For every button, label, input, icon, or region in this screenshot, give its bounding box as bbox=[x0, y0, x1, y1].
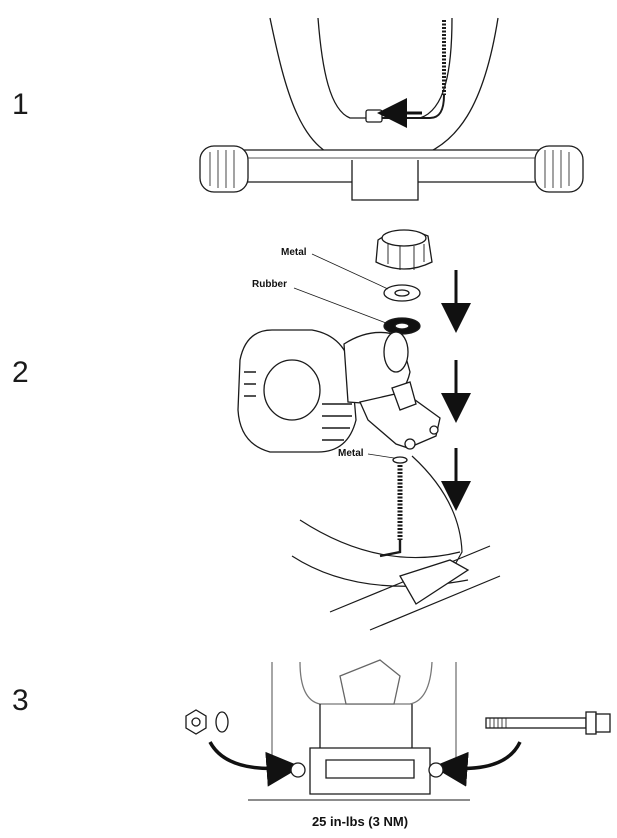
right-curved-arrow bbox=[450, 742, 520, 768]
callout-rubber: Rubber bbox=[252, 279, 287, 290]
metal-washer-bottom bbox=[393, 457, 407, 463]
step-1-illustration bbox=[200, 18, 583, 200]
cable-connector bbox=[366, 110, 382, 122]
tension-knob bbox=[376, 230, 432, 270]
frame-tube-outer bbox=[270, 18, 498, 160]
callout-metal-top: Metal bbox=[281, 247, 307, 258]
left-curved-arrow bbox=[210, 742, 284, 768]
frame-tube-inner bbox=[318, 18, 452, 118]
hex-bolt bbox=[486, 712, 610, 734]
right-grip bbox=[535, 146, 583, 192]
frame-rails bbox=[292, 456, 500, 630]
left-grip bbox=[200, 146, 248, 192]
step-2-illustration bbox=[238, 230, 500, 630]
torque-specification: 25 in-lbs (3 NM) bbox=[312, 814, 408, 829]
callout-metal-bottom: Metal bbox=[338, 448, 364, 459]
flat-washer bbox=[216, 712, 228, 732]
step-3-illustration bbox=[186, 660, 610, 800]
center-mount bbox=[352, 160, 418, 200]
